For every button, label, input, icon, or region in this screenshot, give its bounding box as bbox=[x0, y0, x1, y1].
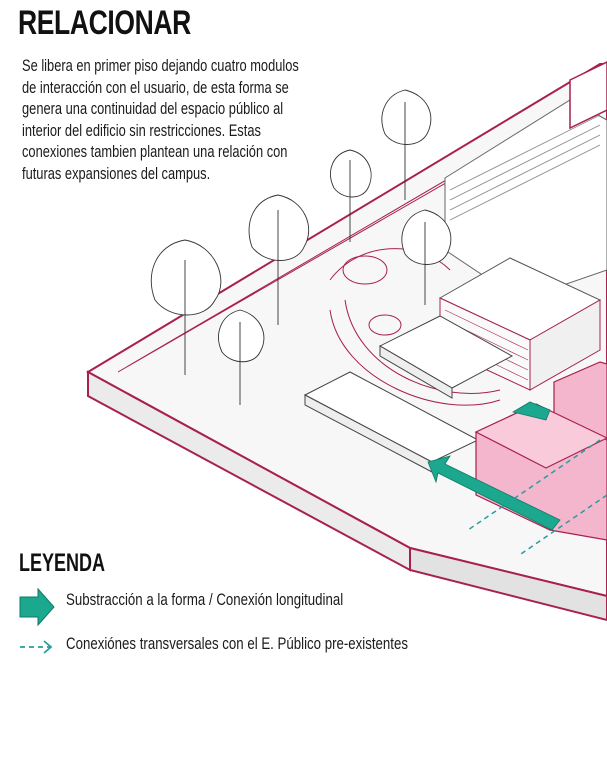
description-line: futuras expansiones del campus. bbox=[22, 164, 334, 186]
legend-title: LEYENDA bbox=[19, 549, 105, 578]
description-line: conexiones tambien plantean una relación… bbox=[22, 142, 334, 164]
description-line: interior del edificio sin restricciones.… bbox=[22, 121, 334, 143]
existing-building bbox=[445, 62, 607, 300]
page-title: RELACIONAR bbox=[18, 4, 191, 43]
description-line: genera una continuidad del espacio públi… bbox=[22, 99, 334, 121]
description: Se libera en primer piso dejando cuatro … bbox=[22, 56, 334, 186]
legend-label: Conexiónes transversales con el E. Públi… bbox=[66, 634, 408, 654]
legend-label: Substracción a la forma / Conexión longi… bbox=[66, 590, 343, 610]
legend-item-longitudinal: Substracción a la forma / Conexión longi… bbox=[18, 590, 421, 610]
legend-item-transverse: Conexiónes transversales con el E. Públi… bbox=[18, 634, 504, 654]
description-line: Se libera en primer piso dejando cuatro … bbox=[22, 56, 334, 78]
description-line: de interacción con el usuario, de esta f… bbox=[22, 78, 334, 100]
